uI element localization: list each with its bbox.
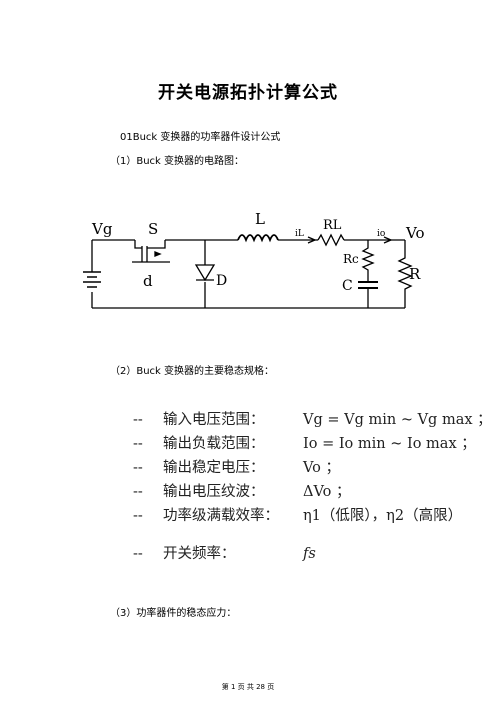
battery-symbol [83,271,101,288]
spec-dash: -- [133,460,143,476]
spec-dash: -- [133,412,143,428]
spec-row: -- 输出负载范围： Io = Io min ~ Io max ； [133,432,493,456]
spec-label: 输出负载范围： [163,436,265,452]
spec-row: -- 输入电压范围： Vg = Vg min ~ Vg max ； [133,408,493,432]
item-3-heading: （3）功率器件的稳态应力： [110,608,237,619]
item-2-heading: （2）Buck 变换器的主要稳态规格： [110,366,275,377]
rl-resistor [317,233,345,247]
spec-expression: fs [303,546,316,562]
spec-row: -- 输出电压纹波： ΔVo ； [133,480,493,504]
c-label: C [342,278,353,294]
page-title: 开关电源拓扑计算公式 [158,83,338,103]
spec-label: 输出稳定电压： [163,460,265,476]
section-heading: 01Buck 变换器的功率器件设计公式 [120,132,281,143]
spec-row: -- 功率级满载效率： η1（低限），η2（高限） [133,504,493,542]
spec-label: 功率级满载效率： [163,508,279,524]
spec-row: -- 开关频率： fs [133,542,493,566]
vo-label: Vo [406,224,425,242]
item-1-heading: （1）Buck 变换器的电路图： [110,156,245,167]
r-label: R [409,265,421,283]
buck-circuit-diagram [83,233,413,309]
spec-expression: Vo ； [303,460,340,476]
spec-list: -- 输入电压范围： Vg = Vg min ~ Vg max ； -- 输出负载范围… [133,408,493,566]
spec-label: 输出电压纹波： [163,484,265,500]
spec-dash: -- [133,508,143,524]
s-label: S [148,220,159,238]
spec-expression: η1（低限），η2（高限） [303,508,463,524]
io-arrow [383,236,393,244]
spec-expression: ΔVo ； [303,484,351,500]
switch-symbol [134,239,205,262]
rc-label: Rc [343,252,359,266]
spec-label: 输入电压范围： [163,412,265,428]
inductor-label: L [255,210,265,228]
spec-expression: Io = Io min ~ Io max ； [303,436,476,452]
spec-label: 开关频率： [163,546,236,562]
il-label: iL [295,229,304,239]
page-footer: 第 1 页 共 28 页 [221,683,275,691]
spec-dash: -- [133,436,143,452]
spec-dash: -- [133,484,143,500]
io-label: io [377,229,386,239]
vg-label: Vg [92,220,113,238]
diode-label: D [216,273,228,289]
il-arrow [307,236,317,244]
spec-expression: Vg = Vg min ~ Vg max ； [303,412,492,428]
inductor-coil [237,234,279,243]
switch-arrow [154,251,162,257]
rl-label: RL [323,218,342,233]
rc-resistor [361,240,375,282]
spec-row: -- 输出稳定电压： Vo ； [133,456,493,480]
circuit-labels: Vg S d D L iL RL io Vo Rc C R [80,210,425,315]
load-resistor [397,240,413,308]
diode-symbol [194,264,216,282]
spec-dash: -- [133,546,143,562]
d-label: d [143,272,153,290]
